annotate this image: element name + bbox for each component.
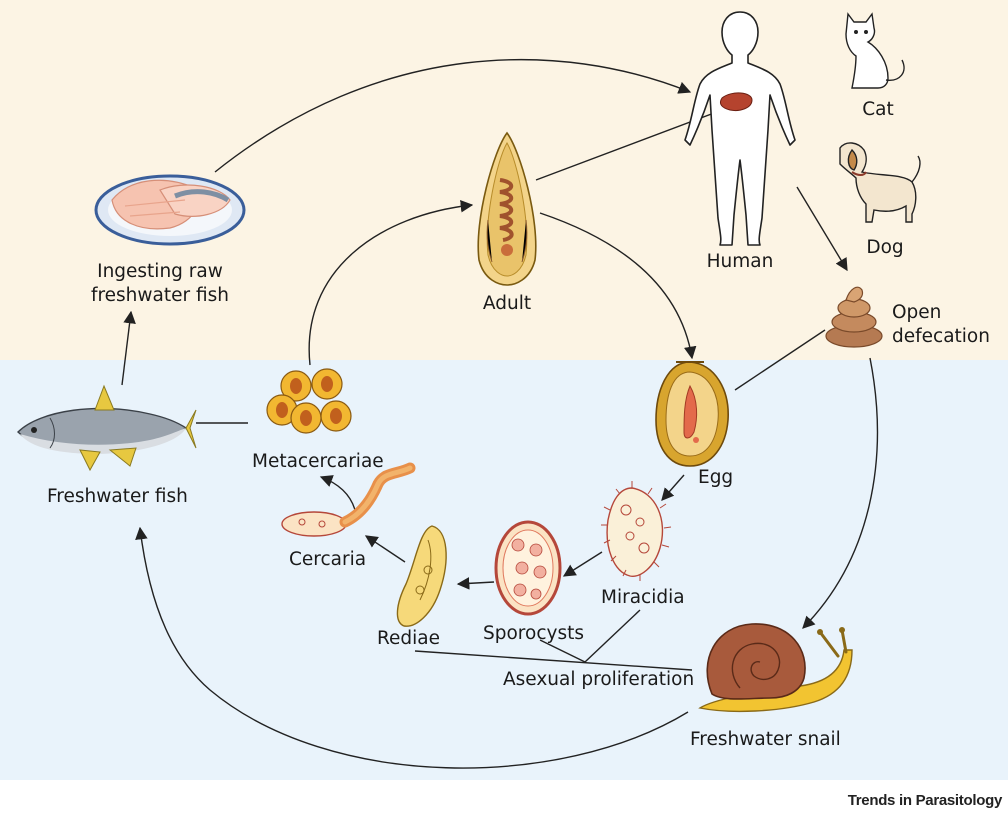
cercaria-label: Cercaria	[289, 549, 367, 570]
sporocysts-label: Sporocysts	[483, 623, 584, 644]
arrow-defecation-to-snail	[802, 357, 879, 629]
ingesting-label: Ingesting raw freshwater fish	[60, 260, 260, 308]
link-defecation-to-egg	[734, 329, 826, 391]
raw-fish-plate-icon	[94, 174, 246, 246]
arrow-rediae-to-cercaria	[364, 535, 406, 563]
miracidium-icon	[601, 481, 672, 581]
cat-icon	[845, 12, 905, 89]
arrow-cercaria-to-metacercariae	[319, 475, 356, 511]
adult-fluke-icon	[477, 131, 537, 286]
adult-label: Adult	[482, 293, 532, 314]
freshwater-snail-label: Freshwater snail	[690, 729, 841, 750]
arrow-human-to-defecation	[796, 186, 848, 272]
asexual-proliferation-label: Asexual proliferation	[503, 669, 695, 690]
arrow-fish-to-human	[214, 58, 692, 173]
link-sporocysts-to-asexual	[539, 639, 586, 663]
cat-label: Cat	[862, 99, 894, 120]
rediae-label: Rediae	[377, 628, 441, 649]
cycle-arrows	[121, 58, 879, 769]
human-label: Human	[706, 251, 774, 272]
snail-icon	[698, 623, 853, 713]
metacercariae-label: Metacercariae	[252, 451, 384, 472]
ingesting-label-line1: Ingesting raw	[97, 261, 223, 282]
egg-icon	[655, 361, 729, 467]
fish-icon	[17, 384, 197, 472]
link-miracidia-to-asexual	[584, 609, 641, 663]
ingesting-label-line2: freshwater fish	[90, 285, 230, 306]
journal-credit: Trends in Parasitology	[847, 792, 1003, 809]
human-silhouette-icon	[684, 11, 796, 246]
dog-icon	[839, 142, 921, 223]
miracidia-label: Miracidia	[601, 587, 685, 608]
redia-icon	[396, 525, 447, 627]
metacercariae-icon	[266, 368, 352, 434]
defecation-label-line2: defecation	[892, 326, 990, 347]
arrow-snail-to-fish	[135, 526, 689, 769]
liver-icon	[719, 92, 753, 111]
defecation-label: Open defecation	[892, 301, 990, 349]
arrow-adult-to-egg	[539, 212, 697, 360]
dog-label: Dog	[866, 237, 904, 258]
arrow-miracidia-to-sporocysts	[562, 551, 603, 577]
freshwater-fish-label: Freshwater fish	[47, 486, 188, 507]
link-rediae-to-snail	[414, 650, 693, 671]
sporocyst-icon	[494, 520, 562, 616]
feces-icon	[825, 286, 883, 348]
egg-label: Egg	[698, 467, 734, 488]
arrow-sporocysts-to-rediae	[456, 577, 495, 590]
cercaria-icon	[281, 462, 416, 537]
arrow-metacercariae-to-adult	[308, 199, 474, 366]
defecation-label-line1: Open	[892, 302, 942, 323]
arrow-fish-to-ingesting	[121, 310, 136, 386]
arrow-egg-to-miracidia	[661, 474, 685, 501]
